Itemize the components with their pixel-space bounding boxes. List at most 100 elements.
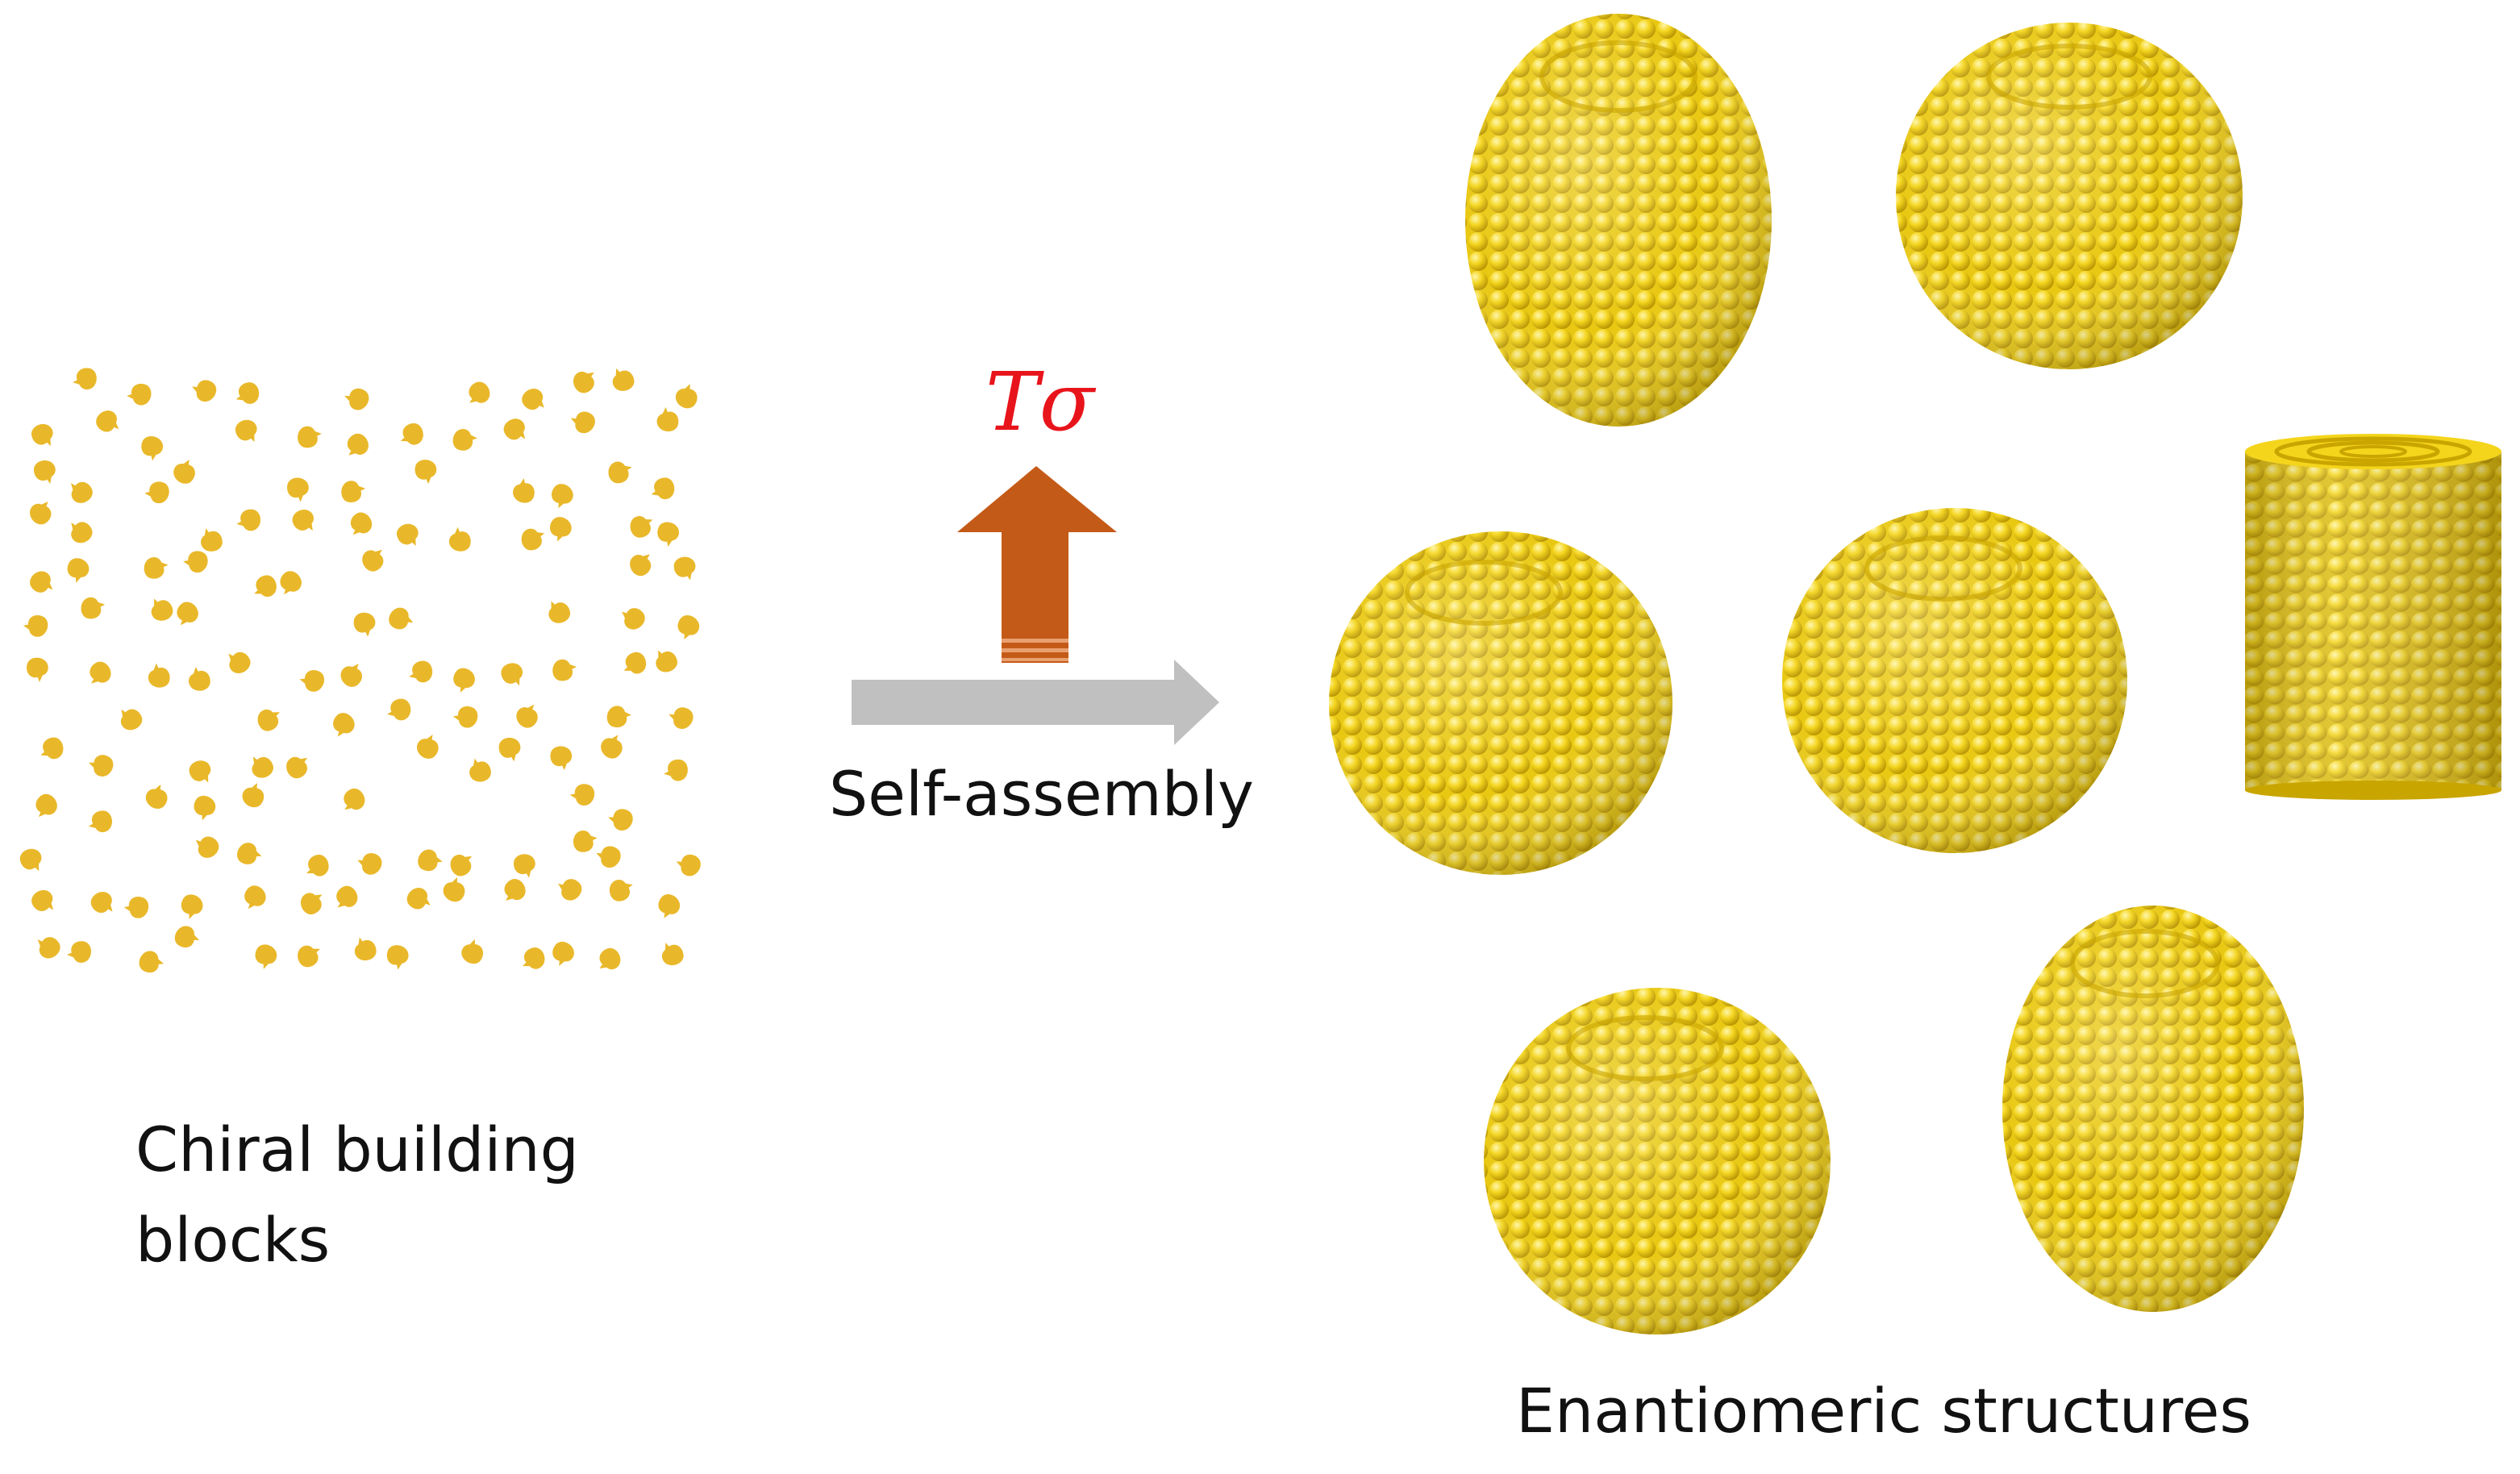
building-block [452, 706, 478, 728]
building-block [257, 709, 281, 731]
building-block [630, 516, 653, 538]
building-block [235, 419, 257, 443]
building-block [443, 876, 465, 902]
building-block [400, 423, 423, 445]
building-block [504, 878, 526, 901]
building-block [37, 937, 60, 959]
building-block [522, 947, 545, 969]
building-block [354, 937, 377, 961]
building-block [608, 461, 632, 484]
building-block [30, 571, 53, 593]
building-block [242, 783, 264, 808]
building-block [333, 713, 355, 737]
building-block [599, 947, 621, 970]
building-block [73, 368, 97, 390]
building-block [389, 607, 414, 630]
building-block [656, 650, 678, 672]
building-block [340, 664, 362, 687]
building-block [189, 760, 211, 783]
building-block [23, 615, 48, 637]
building-block [181, 894, 203, 919]
building-block [201, 528, 223, 552]
building-block [139, 951, 165, 973]
structure-sphere-top-right [1896, 23, 2243, 369]
building-block [396, 523, 419, 547]
building-block [123, 897, 149, 918]
building-block [254, 575, 277, 598]
building-block [183, 551, 208, 573]
self-assembly-arrow [852, 660, 1219, 745]
structure-cylinder-middle-right [2245, 434, 2501, 800]
building-block [386, 945, 409, 970]
building-block [449, 527, 471, 552]
building-block [236, 509, 260, 531]
building-block [503, 418, 526, 440]
building-block [195, 836, 219, 858]
building-block [228, 652, 251, 673]
building-block [127, 383, 152, 406]
building-block [516, 704, 538, 728]
structure-sphere-middle-left [1329, 531, 1672, 875]
building-blocks-label-text: Chiral building blocks [135, 1114, 579, 1276]
building-block [88, 810, 112, 833]
building-block [596, 846, 621, 868]
building-block [469, 381, 490, 403]
chiral-building-blocks [19, 368, 701, 973]
building-block [344, 788, 365, 810]
building-block [552, 484, 573, 509]
building-block [612, 368, 635, 391]
condition-label: Tσ [985, 355, 1094, 449]
building-block [244, 885, 266, 910]
building-block [67, 941, 91, 963]
building-block [90, 661, 111, 684]
building-block [514, 854, 535, 878]
building-block [336, 885, 358, 908]
building-block [19, 848, 42, 872]
building-block [630, 554, 652, 577]
building-block [353, 612, 376, 637]
building-block [664, 759, 688, 781]
building-block [144, 557, 169, 579]
building-block [189, 667, 210, 691]
building-block [469, 758, 491, 782]
building-block [89, 755, 114, 777]
building-block [387, 698, 411, 721]
building-block [606, 706, 631, 728]
building-blocks-label: Chiral building blocks [135, 1105, 587, 1285]
building-block [341, 481, 366, 503]
building-block [67, 558, 90, 583]
building-block [144, 481, 169, 504]
building-block [192, 380, 217, 402]
structures-label: Enantiomeric structures [1516, 1375, 2251, 1447]
building-block [31, 423, 53, 447]
building-block [609, 879, 633, 901]
structures [1329, 14, 2501, 1335]
building-block [498, 737, 521, 762]
building-block [148, 663, 170, 688]
building-block [350, 512, 373, 535]
building-block [90, 891, 113, 914]
building-block [306, 854, 329, 876]
structure-prolate-top-left [1465, 14, 1772, 427]
building-block [141, 435, 164, 461]
building-block [298, 945, 321, 968]
building-block [549, 517, 572, 542]
building-block [347, 433, 369, 456]
building-block [145, 784, 168, 809]
building-block [237, 843, 262, 864]
structure-sphere-middle-center [1782, 508, 2127, 853]
building-block [676, 854, 701, 876]
building-block [292, 510, 314, 531]
building-block [569, 784, 595, 806]
building-block [418, 849, 443, 872]
structure-sphere-bottom-left [1484, 988, 1831, 1335]
building-block [280, 571, 302, 595]
building-block [417, 735, 439, 759]
building-block [70, 481, 93, 503]
building-block [550, 746, 573, 771]
building-block [501, 663, 523, 686]
building-block [453, 668, 475, 693]
building-block [286, 756, 308, 779]
